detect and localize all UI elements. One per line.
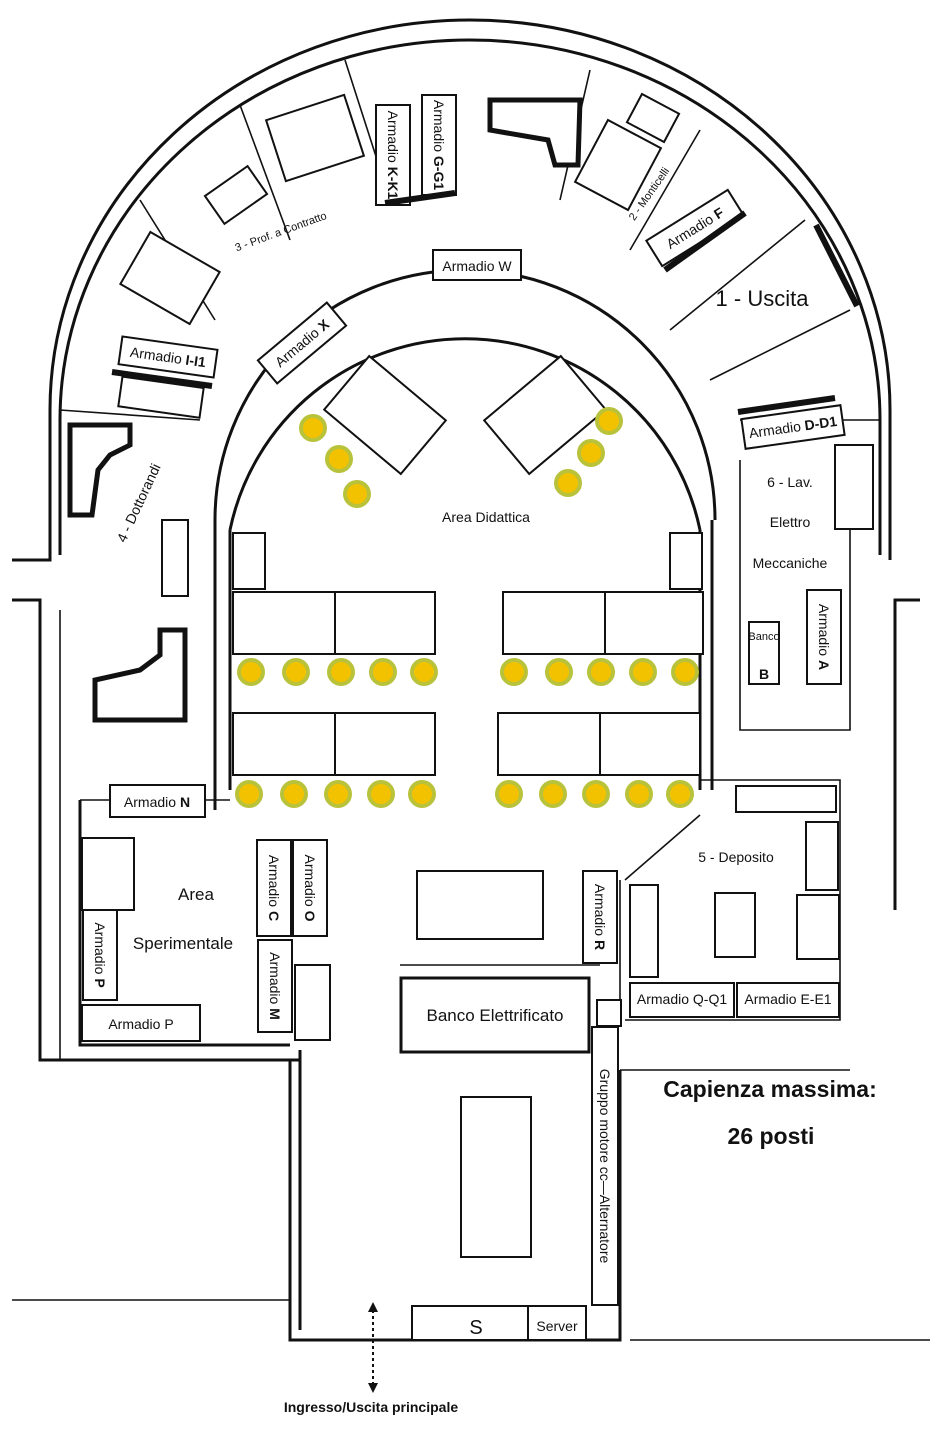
- s-unit[interactable]: [411, 1305, 529, 1341]
- cabinet-ee1[interactable]: [736, 982, 840, 1018]
- cabinet-box: [81, 837, 135, 911]
- office-desks: [67, 92, 874, 723]
- cabinet-c-label: Armadio C: [266, 855, 282, 921]
- seat: [325, 445, 353, 473]
- cabinet-o-label: Armadio O: [302, 855, 318, 922]
- cabinet-dd1[interactable]: [740, 404, 846, 450]
- server[interactable]: [527, 1305, 587, 1341]
- central-table: [460, 1096, 532, 1258]
- cabinets: Armadio W Armadio X Armadio K-K1 Armadio…: [81, 94, 846, 1341]
- seats: [235, 407, 699, 808]
- room-dottorandi: 4 - Dottorandi: [113, 461, 163, 545]
- cabinet-gg1-label: Armadio G-G1: [431, 100, 447, 190]
- cabinet-x[interactable]: [256, 301, 348, 385]
- seat: [410, 658, 438, 686]
- deposito-shelf: [735, 785, 837, 813]
- seat: [554, 469, 582, 497]
- seat: [343, 480, 371, 508]
- entrance-pillar: [294, 964, 331, 1041]
- seat: [282, 658, 310, 686]
- banco-elettrificato[interactable]: [399, 976, 591, 1054]
- cabinet-a-label: Armadio A: [816, 604, 832, 670]
- seat: [280, 780, 308, 808]
- seat: [671, 658, 699, 686]
- banco-elettrificato-label: Banco Elettrificato: [426, 1006, 563, 1025]
- cabinet-p-vertical[interactable]: [82, 909, 118, 1001]
- capacity-note: Capienza massima: 26 posti: [663, 1076, 876, 1149]
- cabinet-dd1-label: Armadio D-D1: [748, 413, 838, 441]
- deposito-cabinet-1: [805, 821, 839, 891]
- cabinet-ii1-label: Armadio I-I1: [129, 344, 207, 370]
- room-lav-1: 6 - Lav.: [767, 474, 813, 490]
- cabinet-qq1-label: Armadio Q-Q1: [637, 991, 727, 1007]
- entrance-label: Ingresso/Uscita principale: [284, 1399, 458, 1415]
- seat: [299, 414, 327, 442]
- cabinet-qq1[interactable]: [629, 982, 735, 1018]
- seat: [495, 780, 523, 808]
- seat: [324, 780, 352, 808]
- room-area-sper-2: Sperimentale: [133, 934, 233, 953]
- outer-walls: [12, 18, 930, 1342]
- seat: [625, 780, 653, 808]
- heavy-lines: [111, 190, 860, 415]
- cabinet-p[interactable]: [81, 1004, 201, 1042]
- table-middle: [416, 870, 544, 940]
- seat: [367, 780, 395, 808]
- cabinet-ii1[interactable]: [117, 335, 219, 379]
- banco-b-label-2: B: [759, 666, 769, 682]
- banco-b[interactable]: [748, 621, 780, 685]
- seat: [539, 780, 567, 808]
- room-lav-2: Elettro: [770, 514, 811, 530]
- cabinet-ee1-label: Armadio E-E1: [744, 991, 831, 1007]
- teaching-tables: [232, 354, 704, 776]
- seat: [582, 780, 610, 808]
- room-labels: 1 - Uscita 2 - Monticelli 3 - Prof. a Co…: [113, 166, 827, 953]
- seat: [408, 780, 436, 808]
- seat: [587, 658, 615, 686]
- room-area-sper-1: Area: [178, 885, 214, 904]
- cabinet-n-label: Armadio N: [124, 794, 190, 810]
- cabinet-m[interactable]: [257, 939, 293, 1033]
- deposito-cabinet-3: [796, 894, 840, 960]
- cabinet-p-vertical-label: Armadio P: [92, 922, 108, 987]
- room-uscita: 1 - Uscita: [716, 286, 810, 311]
- seat: [595, 407, 623, 435]
- capacity-line-1: Capienza massima:: [663, 1076, 876, 1102]
- cabinet-kk1-label: Armadio K-K1: [385, 111, 401, 200]
- cabinet-n[interactable]: [109, 784, 206, 818]
- cabinet-p-label: Armadio P: [108, 1016, 173, 1032]
- capacity-line-2: 26 posti: [728, 1123, 815, 1149]
- deposito-cabinet-4: [629, 884, 659, 978]
- seat: [629, 658, 657, 686]
- cabinet-r[interactable]: [582, 870, 618, 964]
- room-area-didattica: Area Didattica: [442, 509, 530, 525]
- seat: [369, 658, 397, 686]
- cabinet-m-label: Armadio M: [267, 952, 283, 1020]
- room-lav-3: Meccaniche: [753, 555, 828, 571]
- cabinet-kk1[interactable]: [375, 104, 411, 206]
- gruppo-motore[interactable]: [591, 1026, 619, 1306]
- cabinet-w-label: Armadio W: [442, 258, 512, 274]
- cabinet-a[interactable]: [806, 589, 842, 685]
- seat: [577, 439, 605, 467]
- cabinet-o[interactable]: [292, 839, 328, 937]
- banco-b-label-1: Banco: [748, 631, 779, 643]
- cabinet-r-label: Armadio R: [592, 884, 608, 950]
- seat: [500, 658, 528, 686]
- s-unit-label: S: [469, 1317, 482, 1339]
- seat: [237, 658, 265, 686]
- entrance-marker[interactable]: Ingresso/Uscita principale: [284, 1302, 458, 1415]
- room-deposito: 5 - Deposito: [698, 849, 774, 865]
- cabinet-c[interactable]: [256, 839, 292, 937]
- pillar-small: [596, 999, 622, 1027]
- server-label: Server: [536, 1318, 578, 1334]
- deposito-cabinet-2: [714, 892, 756, 958]
- seat: [545, 658, 573, 686]
- seat: [666, 780, 694, 808]
- cabinet-w[interactable]: [432, 249, 522, 281]
- seat: [327, 658, 355, 686]
- gruppo-motore-label: Gruppo motore cc—Alternatore: [597, 1069, 613, 1264]
- seat: [235, 780, 263, 808]
